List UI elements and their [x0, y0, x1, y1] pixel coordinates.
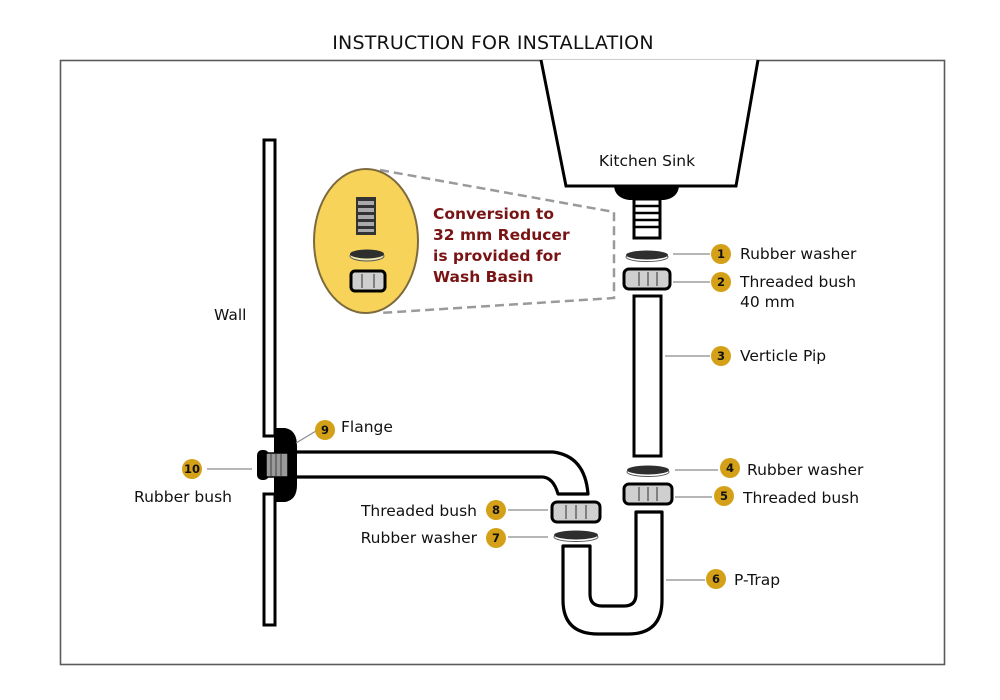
part-label-size: 40 mm: [740, 293, 795, 311]
rubber-washer-4: [626, 465, 670, 477]
threaded-bush-8: [550, 500, 602, 524]
sink-threaded-tail: [632, 197, 662, 240]
part-1-callout: 1 Rubber washer: [711, 244, 857, 264]
svg-text:7: 7: [492, 531, 500, 545]
part-label: Verticle Pip: [740, 347, 826, 365]
part-9-callout: 9 Flange: [315, 418, 393, 440]
part-number-badge: [720, 458, 740, 478]
part-number-badge: [706, 569, 726, 589]
part-4-callout: 4 Rubber washer: [720, 458, 864, 479]
part-label: Threaded bush: [739, 273, 856, 291]
diagram-frame: [59, 59, 946, 666]
diagram-title: INSTRUCTION FOR INSTALLATION: [332, 32, 654, 54]
svg-text:2: 2: [717, 275, 725, 289]
part-label: Threaded bush: [742, 489, 859, 507]
svg-text:5: 5: [720, 489, 728, 503]
callout-text-line-4: Wash Basin: [433, 268, 534, 286]
horizontal-waste-pipe: [290, 450, 590, 496]
svg-text:9: 9: [321, 423, 329, 437]
callout-text-line-1: Conversion to: [433, 205, 554, 223]
callout-text-line-2: 32 mm Reducer: [433, 226, 570, 244]
leader-line-9: [295, 430, 317, 444]
part-number-badge: [711, 244, 731, 264]
part-label: Rubber washer: [361, 529, 478, 547]
part-label: Flange: [341, 418, 393, 436]
svg-text:3: 3: [717, 349, 725, 363]
reducer-washer-icon: [349, 249, 385, 262]
part-8-callout: 8 Threaded bush: [360, 500, 506, 520]
svg-text:1: 1: [717, 247, 725, 261]
threaded-bush-5: [622, 482, 674, 506]
part-label: Rubber washer: [747, 461, 864, 479]
wall-label: Wall: [214, 306, 246, 324]
kitchen-sink: Kitchen Sink: [539, 59, 760, 240]
part-7-callout: 7 Rubber washer: [361, 528, 506, 548]
threaded-bush-2: [622, 267, 672, 291]
reducer-bush-icon: [349, 269, 387, 293]
part-number-badge: [486, 500, 506, 520]
wall: Wall: [214, 138, 277, 627]
part-number-badge: [711, 272, 731, 292]
rubber-washer-1: [625, 250, 669, 262]
part-number-badge: [486, 528, 506, 548]
part-2-callout: 2 Threaded bush 40 mm: [711, 272, 856, 311]
svg-text:8: 8: [492, 503, 500, 517]
reducer-callout-oval: [313, 168, 419, 314]
part-label: Threaded bush: [360, 502, 477, 520]
kitchen-sink-label: Kitchen Sink: [599, 152, 695, 170]
part-number-badge: [714, 486, 734, 506]
callout-zoom-lines: [379, 168, 616, 315]
p-trap-6: [561, 510, 664, 636]
part-number-badge: [182, 459, 202, 479]
part-number-badge: [711, 346, 731, 366]
callout-text-line-3: is provided for: [433, 247, 561, 265]
svg-text:10: 10: [184, 462, 200, 476]
part-6-callout: 6 P-Trap: [706, 569, 780, 589]
part-label: Rubber washer: [740, 245, 857, 263]
vertical-pipe-3: [632, 294, 663, 458]
part-number-badge: [315, 420, 335, 440]
svg-text:4: 4: [726, 461, 734, 475]
reducer-thread-icon: [356, 197, 376, 235]
part-label: Rubber bush: [134, 488, 232, 506]
part-5-callout: 5 Threaded bush: [714, 486, 859, 507]
part-label: P-Trap: [734, 571, 780, 589]
part-3-callout: 3 Verticle Pip: [711, 346, 826, 366]
part-10-callout: 10 Rubber bush: [134, 459, 232, 506]
svg-text:6: 6: [712, 572, 720, 586]
rubber-washer-7: [553, 530, 599, 542]
rubber-bush-10: [257, 450, 289, 480]
sink-drain-outlet: [614, 186, 679, 200]
